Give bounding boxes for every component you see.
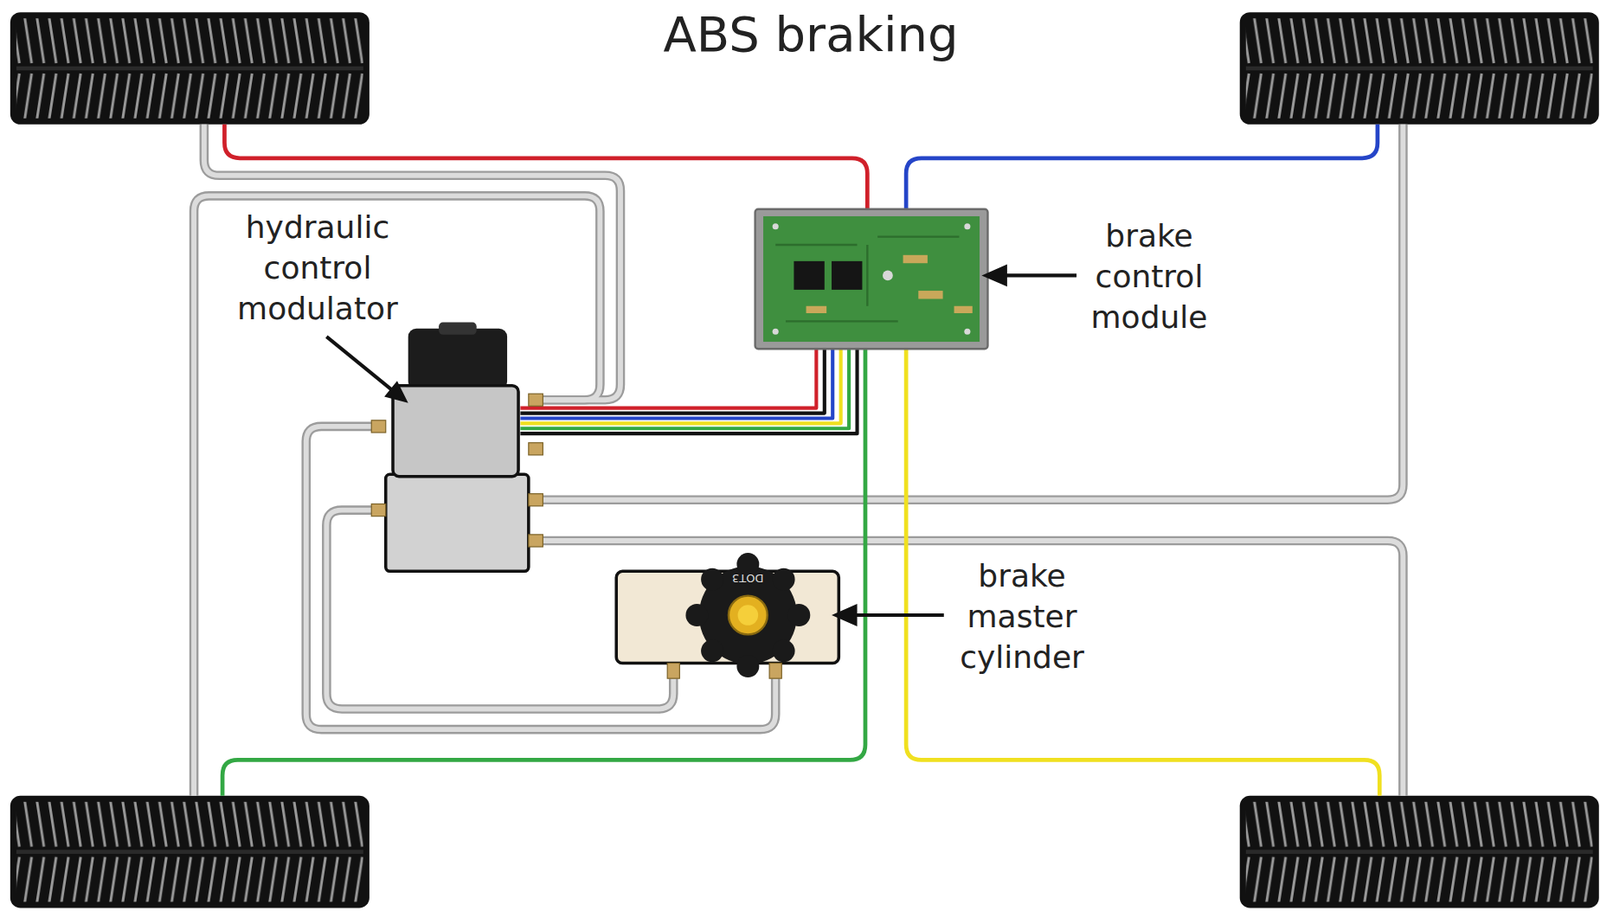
leader-line [326,336,393,391]
cap-grip [772,568,796,592]
master-cylinder [616,552,839,679]
arrowhead [831,604,857,627]
bundle-wire [520,348,824,413]
wire-bundle [520,348,857,434]
brake-line-core [540,124,1403,501]
board-traces [775,237,959,322]
brake-line-core [540,540,1403,797]
fitting [528,443,544,456]
dot [772,328,779,335]
fitting [371,420,386,433]
board-dots [772,223,971,335]
brake-line-core [193,195,600,796]
brake-line [540,540,1403,797]
cap-body [699,565,797,664]
dot [963,223,971,230]
pump-motor [408,328,508,391]
sensor-wire [906,124,1378,210]
brake-line [540,124,1403,501]
cap-grip [700,639,724,662]
fitting [528,393,544,406]
fitting [528,494,544,507]
reservoir-cap [685,552,810,678]
fitting [667,662,680,679]
dot [882,269,894,281]
sensor-wire [224,124,868,210]
brake-line [306,426,776,730]
bundle-wire [520,348,857,434]
circuit-board [763,216,980,342]
fitting [769,662,782,679]
part-label: brake control module [1091,216,1209,338]
chip [793,261,824,290]
component [903,255,928,264]
leader-arrows [326,263,1077,627]
cap-grip [685,604,708,627]
hydraulic-modulator [371,322,543,572]
tire [1240,12,1600,125]
brake-lines [193,124,1403,797]
part-label: brake master cylinder [959,556,1085,678]
cap-center [728,596,768,636]
cap-grip [736,655,759,678]
cap-center-inner [738,604,759,626]
part-label: hydraulic control modulator [237,207,399,329]
dot [772,223,779,230]
brake-control-module [755,209,989,350]
control-housing [392,385,519,477]
leader-line [1003,273,1077,277]
tire [10,12,370,125]
fitting [371,504,386,517]
component [806,306,828,314]
brake-line [204,124,621,400]
module-frame [755,209,989,350]
bundle-wire [520,348,817,408]
diagram-title: ABS braking [662,5,958,64]
pump-motor-cap [438,322,477,335]
component [954,306,973,314]
bundle-wire [520,348,833,418]
sensor-wire [906,348,1380,796]
dot [963,328,971,335]
cap-grip [772,639,796,662]
arrowhead [384,380,409,404]
component [918,290,943,299]
sensor-wire [222,348,866,796]
bundle-wire [520,348,841,424]
tire [1240,796,1600,909]
fitting [528,534,544,547]
chip [831,261,862,290]
sensor-wires [222,124,1380,797]
line-fittings [371,393,543,547]
line-fittings [667,662,782,679]
wheel-tires [10,12,1600,908]
cap-grip [787,604,810,627]
valve-block [385,474,529,572]
cap-grip [700,568,724,592]
components [806,255,973,314]
cap-marking: DOT3 [732,571,764,585]
leader-line [854,613,945,617]
tire [10,796,370,909]
brake-line-core [306,426,776,730]
brake-line-core [204,124,621,400]
bundle-wire [520,348,849,429]
arrowhead [981,263,1007,287]
